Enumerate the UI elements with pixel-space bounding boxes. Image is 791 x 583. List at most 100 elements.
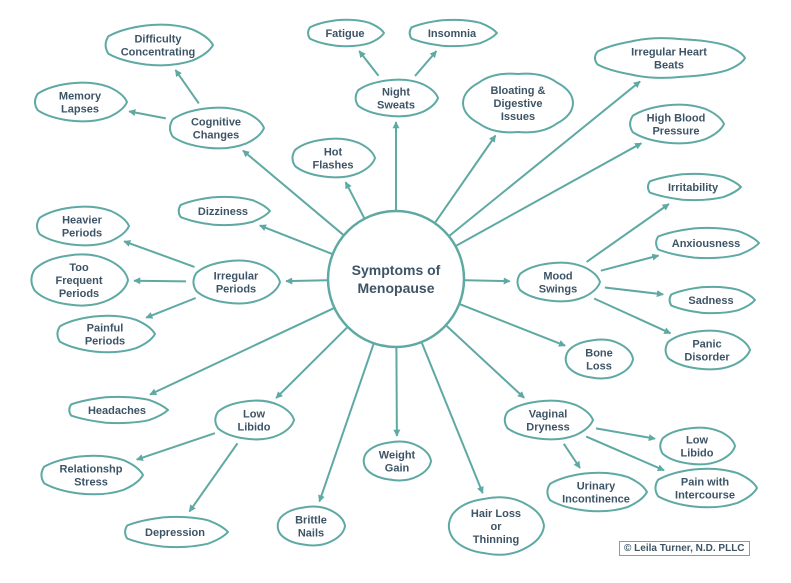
difficulty-concentrating-label-line: Concentrating xyxy=(121,46,196,58)
pain-with-intercourse-cloud xyxy=(654,467,758,509)
bone-loss-cloud xyxy=(564,338,634,380)
arrow-center-to-brittle-nails xyxy=(318,343,375,503)
headaches-cloud xyxy=(68,395,169,425)
hair-loss-cloud xyxy=(447,496,545,556)
fatigue-cloud xyxy=(307,18,385,48)
arrow-center-to-low-libido-left xyxy=(275,326,348,399)
irregular-periods-label-line: Periods xyxy=(216,283,256,295)
pain-with-intercourse-label-line: Pain with xyxy=(681,476,730,488)
too-frequent-periods-label-line: Periods xyxy=(59,288,99,300)
relationship-stress-cloud xyxy=(40,454,144,496)
bone-loss-label-line: Loss xyxy=(586,360,612,372)
insomnia-cloud xyxy=(408,18,498,48)
arrow-center-to-headaches xyxy=(149,307,334,396)
node-depression: Depression xyxy=(124,515,229,549)
relationship-stress-label-line: Relationshp xyxy=(60,463,123,475)
depression-cloud xyxy=(124,515,229,549)
headaches-label-line: Headaches xyxy=(88,405,146,417)
arrow-mood-swings-to-irritability xyxy=(586,203,670,263)
heavier-periods-label-line: Periods xyxy=(62,227,102,239)
center-label-line: Symptoms of xyxy=(352,262,441,278)
bloating-label-line: Digestive xyxy=(494,98,543,110)
hair-loss-label-line: Thinning xyxy=(473,534,519,546)
mood-swings-label-line: Swings xyxy=(539,283,578,295)
heavier-periods-cloud xyxy=(36,205,130,247)
dizziness-label-line: Dizziness xyxy=(198,206,248,218)
fatigue-label-line: Fatigue xyxy=(325,28,364,40)
arrow-cognitive-changes-to-memory-lapses xyxy=(128,109,166,120)
arrow-center-to-irregular-heart-beats xyxy=(448,80,641,237)
bloating-label-line: Bloating & xyxy=(491,85,546,97)
pain-with-intercourse-label-line: Intercourse xyxy=(675,489,735,501)
painful-periods-label-line: Painful xyxy=(87,322,124,334)
vaginal-dryness-label-line: Dryness xyxy=(526,421,569,433)
bone-loss-label-line: Bone xyxy=(585,347,613,359)
anxiousness-cloud xyxy=(655,226,760,260)
low-libido-left-label-line: Low xyxy=(243,408,265,420)
arrow-center-to-bloating xyxy=(434,134,497,223)
too-frequent-periods-cloud xyxy=(30,253,129,307)
high-blood-pressure-label-line: High Blood xyxy=(647,112,706,124)
panic-disorder-label-line: Panic xyxy=(692,338,721,350)
low-libido-right-label-line: Libido xyxy=(681,447,714,459)
painful-periods-cloud xyxy=(56,314,156,354)
vaginal-dryness-label-line: Vaginal xyxy=(529,408,568,420)
hair-loss-label-line: Hair Loss xyxy=(471,508,521,520)
anxiousness-label-line: Anxiousness xyxy=(672,238,740,250)
weight-gain-label-line: Weight xyxy=(379,449,416,461)
arrow-cognitive-changes-to-difficulty-concentrating xyxy=(174,69,200,104)
cognitive-changes-cloud xyxy=(169,106,265,150)
cognitive-changes-label-line: Changes xyxy=(193,129,239,141)
arrow-irregular-periods-to-heavier-periods xyxy=(123,240,195,268)
node-layer: Symptoms ofMenopauseCognitiveChangesDiff… xyxy=(30,18,760,556)
irregular-periods-cloud xyxy=(192,259,281,305)
arrow-irregular-periods-to-painful-periods xyxy=(145,297,197,319)
connector-layer xyxy=(123,50,672,513)
weight-gain-label-line: Gain xyxy=(385,462,410,474)
difficulty-concentrating-cloud xyxy=(104,23,214,67)
irritability-label-line: Irritability xyxy=(668,182,719,194)
sadness-cloud xyxy=(668,285,756,315)
bloating-cloud xyxy=(462,72,574,134)
arrow-mood-swings-to-sadness xyxy=(604,286,664,298)
vaginal-dryness-cloud xyxy=(503,399,594,441)
night-sweats-label-line: Sweats xyxy=(377,99,415,111)
arrow-vaginal-dryness-to-low-libido-right xyxy=(595,427,656,442)
node-fatigue: Fatigue xyxy=(307,18,385,48)
arrow-center-to-high-blood-pressure xyxy=(455,142,643,247)
node-headaches: Headaches xyxy=(68,395,169,425)
memory-lapses-label-line: Memory xyxy=(59,90,102,102)
arrow-center-to-vaginal-dryness xyxy=(445,325,525,399)
brittle-nails-label-line: Nails xyxy=(298,527,324,539)
low-libido-right-cloud xyxy=(659,426,736,466)
arrow-center-to-cognitive-changes xyxy=(242,149,344,236)
arrow-low-libido-left-to-relationship-stress xyxy=(136,432,216,461)
bloating-label-line: Issues xyxy=(501,111,535,123)
irregular-heart-beats-label-line: Beats xyxy=(654,59,684,71)
hair-loss-label-line: or xyxy=(491,521,503,533)
arrow-center-to-weight-gain xyxy=(393,347,401,437)
insomnia-label-line: Insomnia xyxy=(428,28,477,40)
arrow-center-to-irregular-periods xyxy=(285,277,328,285)
urinary-incontinence-label-line: Urinary xyxy=(577,480,616,492)
arrow-center-to-mood-swings xyxy=(464,277,511,285)
night-sweats-cloud xyxy=(354,78,439,118)
node-irritability: Irritability xyxy=(646,172,742,202)
arrow-center-to-hot-flashes xyxy=(344,181,365,219)
difficulty-concentrating-label-line: Difficulty xyxy=(134,33,182,45)
arrow-low-libido-left-to-depression xyxy=(188,442,239,513)
